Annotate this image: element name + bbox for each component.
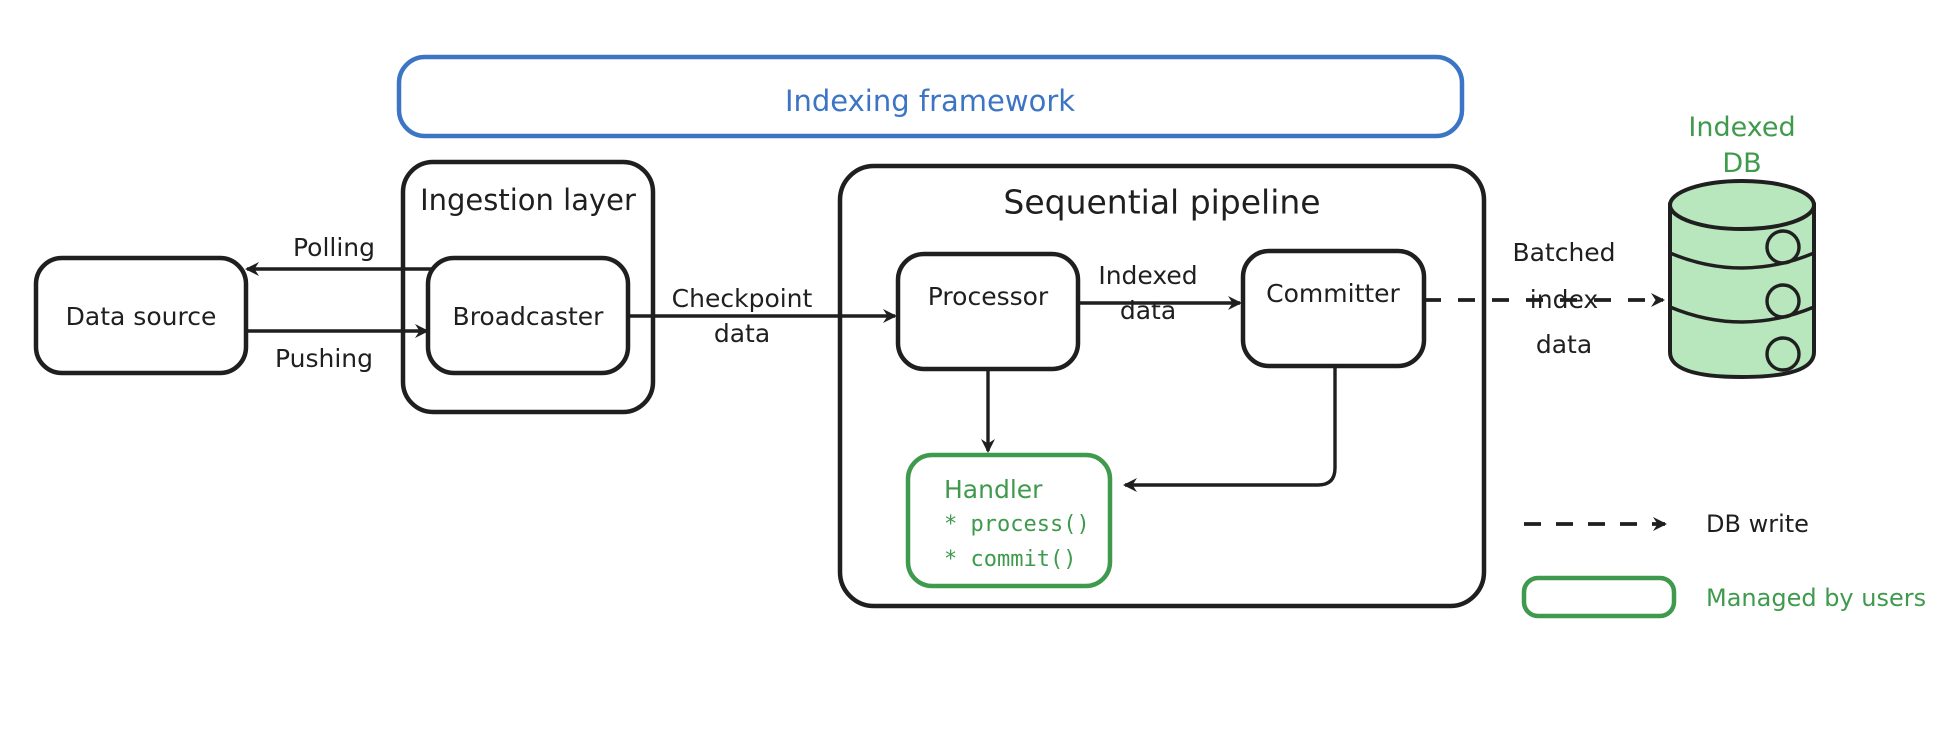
node-handler[interactable]: [905, 452, 1113, 589]
indexing-framework-banner: [396, 54, 1465, 139]
legend-green-box-swatch: [1521, 575, 1677, 619]
edge-committer-to-handler: [1123, 366, 1337, 492]
node-data-source[interactable]: [33, 255, 249, 376]
indexed-db-cylinder[interactable]: [1668, 179, 1816, 380]
node-committer[interactable]: [1240, 248, 1427, 369]
node-broadcaster[interactable]: [425, 255, 631, 376]
node-processor[interactable]: [895, 251, 1081, 372]
